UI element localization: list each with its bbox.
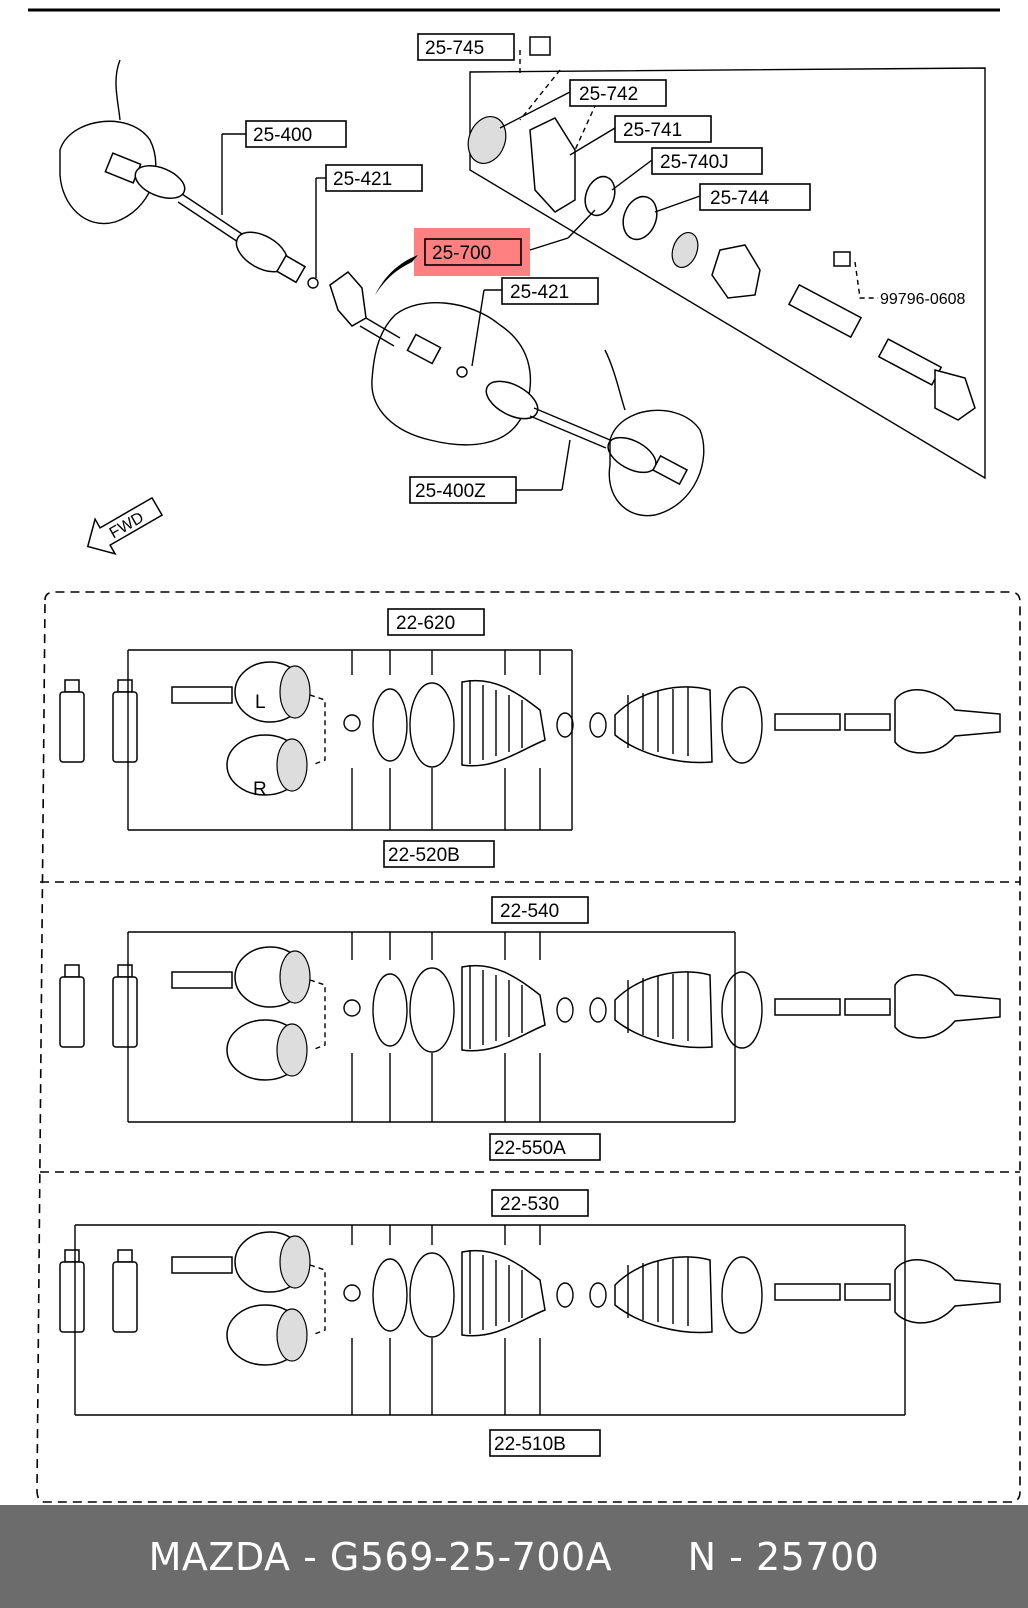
grease-cap: [64, 964, 80, 978]
svg-text:22-520B: 22-520B: [388, 845, 460, 866]
svg-text:22-530: 22-530: [500, 1194, 559, 1215]
svg-text:25-400: 25-400: [253, 125, 312, 146]
snap-ring: [372, 973, 408, 1047]
svg-text:25-400Z: 25-400Z: [415, 481, 486, 502]
callout-25-744: 25-744: [654, 183, 811, 213]
outer-boot: [614, 686, 713, 764]
svg-text:25-745: 25-745: [425, 38, 484, 59]
grease-tube: [112, 976, 138, 1048]
grease-tube: [59, 691, 85, 763]
small-clamp: [556, 1282, 574, 1308]
circlip: [343, 1284, 361, 1302]
boot-band-outer: [721, 686, 763, 764]
grease-tube: [59, 976, 85, 1048]
small-clamp: [556, 712, 574, 738]
callout-22-550a: 22-550A: [489, 1133, 601, 1161]
parts-diagram: FWD 25-745 25-742 25-741 25-740J 25-744 …: [28, 8, 1021, 1503]
callout-25-700: 25-700: [375, 209, 596, 295]
small-clamp: [589, 997, 607, 1023]
cv-joint: [894, 1259, 1001, 1324]
joint-r-letter: R: [253, 779, 267, 800]
small-clamp: [589, 712, 607, 738]
callout-25-400: 25-400: [221, 120, 347, 215]
joint-l-letter: L: [255, 692, 266, 713]
inner-boot: [461, 1249, 546, 1337]
outer-boot: [614, 1256, 713, 1334]
joint-shaft: [171, 686, 233, 704]
callout-25-421-upper: 25-421: [315, 164, 423, 278]
cv-joint: [894, 974, 1001, 1039]
kit-panels-frame: [36, 591, 1021, 1503]
callout-25-745: 25-745: [417, 33, 515, 61]
boot-band-outer: [721, 1256, 763, 1334]
small-clamp: [589, 1282, 607, 1308]
joint-shaft: [171, 971, 233, 989]
grease-tube: [59, 1261, 85, 1333]
footer-bar: MAZDA - G569-25-700A N - 25700: [0, 1505, 1028, 1608]
drive-shaft: [774, 1283, 841, 1301]
callout-22-530: 22-530: [491, 1189, 589, 1217]
circlip: [343, 714, 361, 732]
grease-cap: [64, 679, 80, 693]
drive-shaft: [774, 998, 841, 1016]
footer-part-number: MAZDA - G569-25-700A: [148, 1534, 613, 1579]
right-wheel-hub: [608, 409, 705, 517]
svg-text:25-421: 25-421: [333, 169, 392, 190]
callout-22-540: 22-540: [491, 896, 589, 924]
grease-tube: [112, 1261, 138, 1333]
boot-band: [409, 1252, 455, 1338]
callout-25-741: 25-741: [569, 115, 712, 156]
svg-text:25-741: 25-741: [623, 120, 682, 141]
kit-parts: [59, 649, 1001, 1416]
inner-boot: [461, 679, 546, 767]
grease-cap: [117, 679, 133, 693]
grease-cap: [64, 1249, 80, 1263]
svg-text:25-744: 25-744: [710, 188, 770, 209]
joint-shaft: [171, 1256, 233, 1274]
footer-reference: N - 25700: [687, 1534, 880, 1579]
callout-25-740j: 25-740J: [611, 147, 763, 191]
right-drive-shaft: [406, 333, 689, 486]
small-clamp: [556, 997, 574, 1023]
callout-99796-0608: 99796-0608: [880, 291, 966, 308]
boot-band: [409, 967, 455, 1053]
callout-25-421-lower: 25-421: [471, 277, 599, 367]
svg-text:25-421: 25-421: [510, 282, 569, 303]
grease-cap: [117, 1249, 133, 1263]
left-drive-shaft: [104, 152, 319, 289]
callout-22-620: 22-620: [387, 608, 485, 636]
svg-text:25-742: 25-742: [579, 84, 638, 105]
callout-22-510b: 22-510B: [489, 1429, 601, 1457]
bearing-support-bracket: [329, 270, 401, 347]
svg-text:22-620: 22-620: [396, 613, 455, 634]
circlip: [343, 999, 361, 1017]
left-wheel-hub: [59, 59, 157, 225]
svg-text:25-700: 25-700: [432, 243, 491, 264]
svg-text:22-510B: 22-510B: [494, 1434, 566, 1455]
callout-22-520b: 22-520B: [383, 840, 495, 868]
snap-ring: [372, 1258, 408, 1332]
svg-text:25-740J: 25-740J: [660, 152, 729, 173]
boot-band-outer: [721, 971, 763, 1049]
svg-text:22-540: 22-540: [500, 901, 559, 922]
callout-25-400z: 25-400Z: [409, 439, 571, 504]
svg-text:22-550A: 22-550A: [494, 1138, 566, 1159]
cv-joint: [894, 689, 1001, 754]
inner-boot: [461, 964, 546, 1052]
snap-ring: [372, 688, 408, 762]
grease-tube: [112, 691, 138, 763]
boot-band: [409, 682, 455, 768]
svg-text:99796-0608: 99796-0608: [880, 291, 966, 308]
drive-shaft: [774, 713, 841, 731]
highlight-box: [414, 228, 530, 276]
outer-boot: [614, 971, 713, 1049]
callout-25-742: 25-742: [499, 79, 667, 129]
transaxle-outline: [371, 301, 532, 446]
grease-cap: [117, 964, 133, 978]
inset-parts: [467, 36, 976, 421]
fwd-arrow: FWD: [86, 496, 164, 556]
